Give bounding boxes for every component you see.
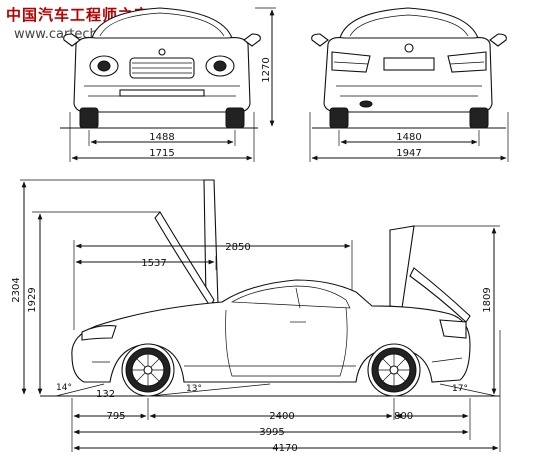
rear-width-label: 1947 [396,148,421,159]
rear-overhang-label: 800 [394,411,413,422]
ramp-angle-label: 13° [186,384,202,394]
front-track-label: 1488 [149,132,174,143]
rear-view: 1480 1947 [309,7,509,162]
length-label: 3995 [259,427,284,438]
length-open-label: 4170 [272,443,297,454]
total-height-label: 2304 [11,277,22,302]
hood-reach-label: 2850 [225,242,250,253]
front-view: 1270 1488 1715 [60,7,276,162]
hood-front-label: 1537 [141,258,166,269]
trunk-height-label: 1809 [482,287,493,312]
ground-clearance-label: 132 [96,389,115,400]
side-view: 14° 13° 17° 132 2304 1929 1809 2850 15 [11,179,501,454]
front-overhang-label: 795 [106,411,125,422]
wheelbase-label: 2400 [269,411,294,422]
hood-height-label: 1929 [27,287,38,312]
approach-angle-label: 14° [56,383,72,393]
front-height-label: 1270 [261,57,272,82]
front-width-label: 1715 [149,148,174,159]
rear-track-label: 1480 [396,132,421,143]
departure-angle-label: 17° [452,384,468,394]
